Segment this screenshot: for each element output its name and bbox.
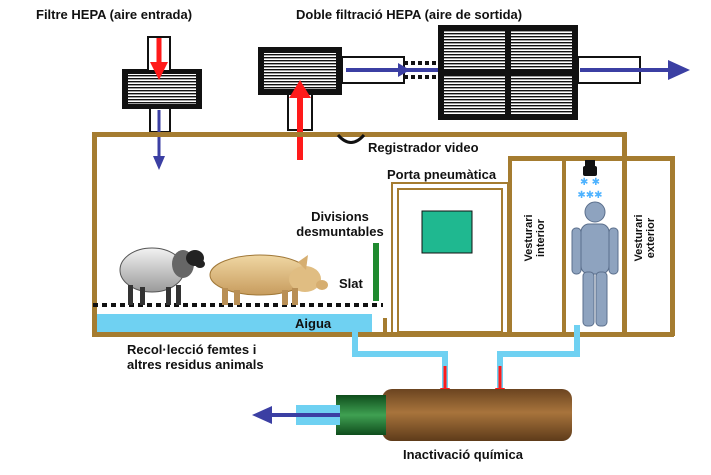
- label-inner-changing-room: Vesturari interior: [523, 214, 547, 262]
- exhaust-blue-arrow: [577, 56, 690, 84]
- inlet-red-arrow: [150, 38, 168, 80]
- label-slat: Slat: [339, 276, 363, 291]
- label-hepa-inlet: Filtre HEPA (aire entrada): [36, 7, 193, 22]
- pneumatic-door: [391, 182, 509, 336]
- person-figure: [571, 201, 619, 327]
- label-pneumatic-door: Porta pneumàtica: [387, 167, 497, 182]
- outlet-red-arrow: [289, 80, 311, 160]
- label-chemical-inactivation: Inactivació química: [403, 447, 523, 462]
- pig-figure: [209, 254, 328, 305]
- hepa-outlet-double-filter: [438, 25, 578, 120]
- removable-division-post: [373, 243, 379, 301]
- outlet-duct: [341, 56, 440, 84]
- water-channel: [97, 314, 372, 332]
- svg-text:✱ ✱: ✱ ✱: [580, 177, 600, 188]
- chemical-inactivation-tank: [252, 389, 572, 441]
- label-removable-divisions: Divisions desmuntables: [296, 209, 384, 239]
- sheep-figure: [119, 247, 205, 305]
- svg-text:✱✱✱: ✱✱✱: [577, 190, 602, 201]
- label-water: Aigua: [295, 316, 332, 331]
- shower-head-icon: ✱ ✱ ✱✱✱: [577, 160, 603, 201]
- hepa-outlet-first-filter: [258, 47, 342, 131]
- video-camera-icon: [336, 133, 366, 144]
- hepa-inlet-filter: [122, 36, 202, 133]
- label-video-recorder: Registrador video: [368, 140, 479, 155]
- label-outer-changing-room: Vesturari exterior: [633, 214, 657, 262]
- label-waste-collection: Recol·lecció femtes i altres residus ani…: [127, 342, 264, 372]
- label-hepa-outlet: Doble filtració HEPA (aire de sortida): [296, 7, 523, 22]
